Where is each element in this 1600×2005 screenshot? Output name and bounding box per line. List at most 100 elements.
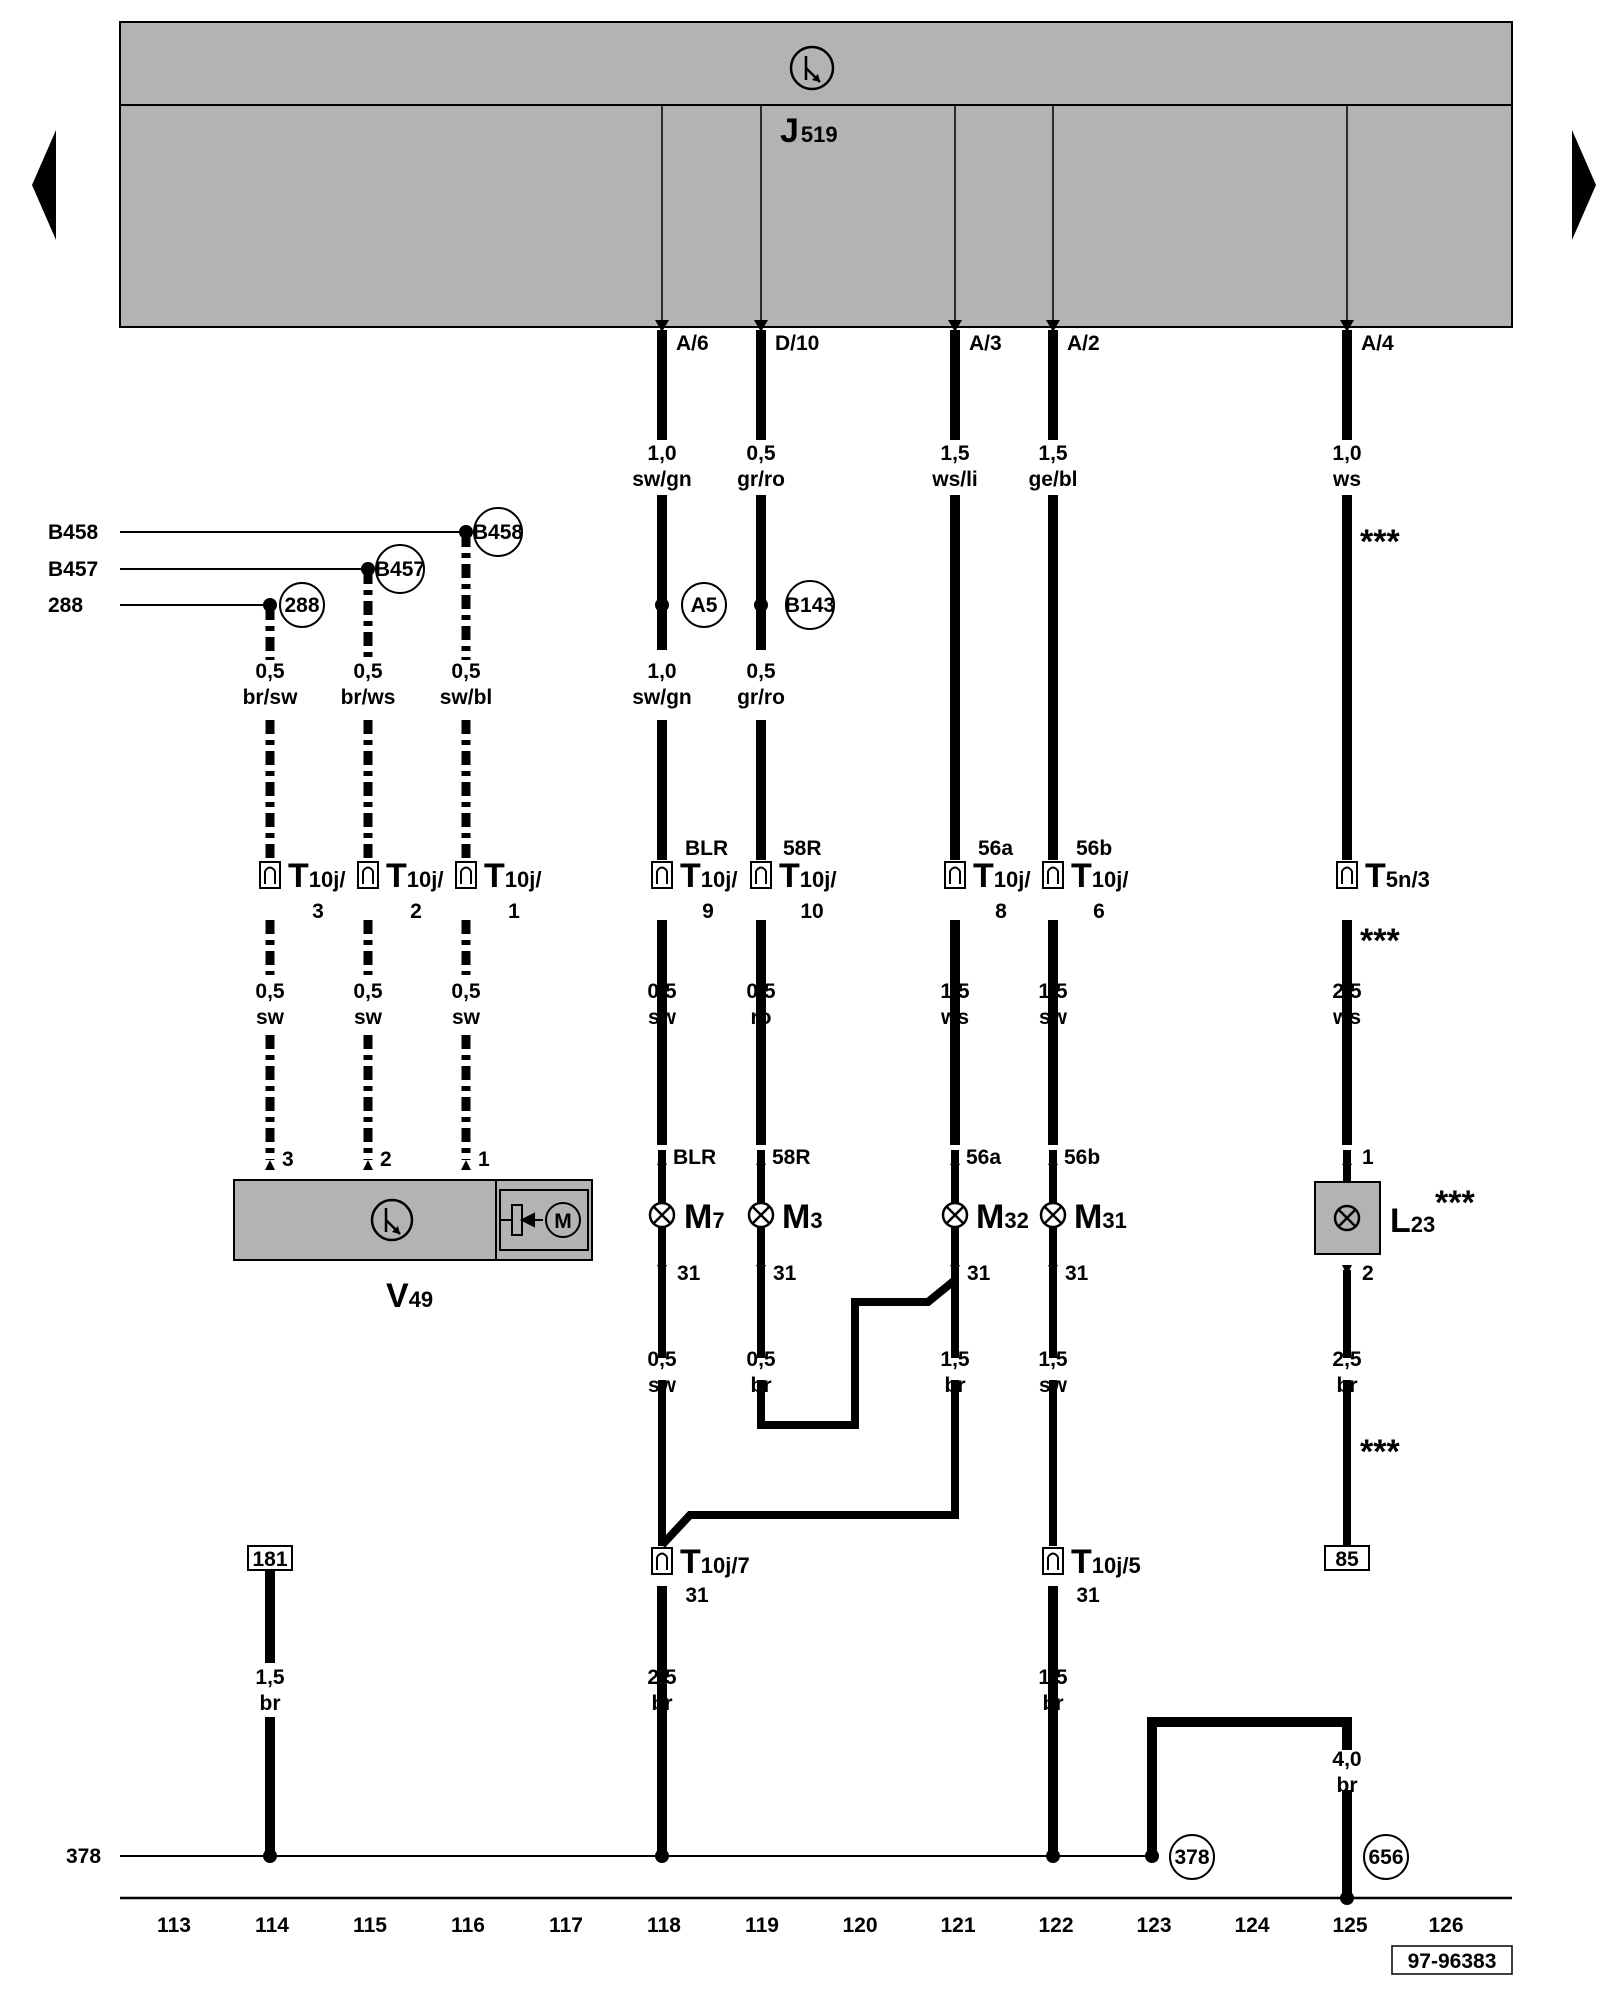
component-note-l23: *** <box>1435 1184 1475 1222</box>
wire-size: 0,5 <box>451 980 481 1003</box>
pin-number: 1 <box>478 1148 490 1171</box>
drawing-number-box: 97-96383 <box>1391 1945 1513 1975</box>
pin-label: 31 <box>967 1262 991 1285</box>
wire-colour: sw/gn <box>632 468 692 491</box>
connector-icon <box>651 861 673 889</box>
wire-size: 1,0 <box>647 660 676 683</box>
wire-colour: ws <box>1332 468 1361 491</box>
connector-label: T10j/ <box>288 857 345 895</box>
wire-colour: br <box>945 1374 966 1397</box>
component-pin-arrows <box>265 1155 1352 1275</box>
node-656: 656 <box>1363 1834 1409 1880</box>
wire-colour: br/ws <box>341 686 396 709</box>
wire-colour: br <box>1337 1374 1358 1397</box>
node-b457: B457 <box>375 544 425 594</box>
wire-size: 1,5 <box>255 1666 285 1689</box>
wire-size: 1,5 <box>1038 1666 1068 1689</box>
connector-label: T10j/ <box>484 857 541 895</box>
track-number: 120 <box>842 1914 877 1937</box>
wire-size: 0,5 <box>255 980 285 1003</box>
track-number: 125 <box>1332 1914 1367 1937</box>
wire-colour: br <box>1337 1774 1358 1797</box>
wire-size: 1,5 <box>940 980 970 1003</box>
node-378: 378 <box>1169 1834 1215 1880</box>
track-numbers: 113 114 115 116 117 118 119 120 121 122 … <box>157 1914 1463 1937</box>
previous-page-arrow-icon[interactable] <box>32 130 56 240</box>
wire-colour: sw <box>354 1006 383 1029</box>
pin-label-a3: A/3 <box>969 332 1002 355</box>
node-288: 288 <box>279 582 325 628</box>
connector-label: T10j/7 <box>680 1543 750 1581</box>
control-unit-symbol-icon <box>370 1198 414 1242</box>
pin-label: BLR <box>673 1146 716 1169</box>
wire-size: 0,5 <box>451 660 481 683</box>
track-number: 122 <box>1038 1914 1073 1937</box>
wire-size: 0,5 <box>746 980 776 1003</box>
track-number: 121 <box>940 1914 975 1937</box>
pin-label-a4: A/4 <box>1361 332 1394 355</box>
motor-label: M <box>554 1210 572 1233</box>
pin-label: 56a <box>966 1146 1001 1169</box>
bulb-m32-icon <box>941 1201 969 1229</box>
connector-icon <box>357 861 379 889</box>
junction-dots <box>263 525 1354 1905</box>
bulb-m7-icon <box>648 1201 676 1229</box>
connector-label: T10j/ <box>1071 857 1128 895</box>
wire-colour: br <box>652 1692 673 1715</box>
connector-top-label: 56b <box>1076 837 1112 860</box>
wire-size: 1,5 <box>1038 442 1068 465</box>
connector-top-label: 56a <box>978 837 1013 860</box>
connector-number: 8 <box>995 900 1007 923</box>
svg-text:181: 181 <box>252 1548 287 1571</box>
wire-colour: sw/bl <box>440 686 493 709</box>
wire-colour: br/sw <box>243 686 299 709</box>
connector-top-label: BLR <box>685 837 728 860</box>
pin-label: 31 <box>677 1262 701 1285</box>
wire-colour: br <box>751 1374 772 1397</box>
pin-arrowheads <box>655 320 1354 332</box>
motor-potentiometer-icon <box>499 1189 589 1251</box>
ref-378: 378 <box>66 1845 101 1868</box>
svg-text:288: 288 <box>284 594 319 617</box>
connector-label: T10j/5 <box>1071 1543 1141 1581</box>
wire-colour: br <box>260 1692 281 1715</box>
pin-label-d10: D/10 <box>775 332 819 355</box>
track-number: 118 <box>647 1914 681 1937</box>
svg-text:A5: A5 <box>691 594 718 617</box>
wire-colour: ws <box>1332 1006 1361 1029</box>
wire-size: 2,5 <box>647 1666 677 1689</box>
connector-label: T10j/ <box>680 857 737 895</box>
control-unit-symbol-icon <box>789 45 835 91</box>
pin-number: 2 <box>1362 1262 1374 1285</box>
wire-colour: ws <box>940 1006 969 1029</box>
wire-size: 0,5 <box>647 1348 677 1371</box>
wire-labels: 1,0sw/gn 0,5gr/ro 1,5ws/li 1,5ge/bl 1,0w… <box>243 442 1362 1797</box>
svg-text:B458: B458 <box>473 521 524 544</box>
wire-colour: sw <box>1039 1374 1068 1397</box>
connector-number: 31 <box>685 1584 709 1607</box>
next-page-arrow-icon[interactable] <box>1572 130 1596 240</box>
connector-label: T5n/3 <box>1365 857 1430 895</box>
track-number: 113 <box>157 1914 191 1937</box>
wire-colour: br <box>1043 1692 1064 1715</box>
component-l23 <box>1314 1181 1381 1255</box>
component-label-m31: M31 <box>1074 1198 1127 1236</box>
pin-number: 3 <box>282 1148 294 1171</box>
pin-label: 58R <box>772 1146 811 1169</box>
component-label-v49: V49 <box>386 1277 433 1315</box>
wire-size: 2,5 <box>1332 1348 1362 1371</box>
wire-colour: sw <box>256 1006 285 1029</box>
control-unit-j519: J519 <box>119 21 1513 328</box>
connector-label: T10j/ <box>973 857 1030 895</box>
track-number: 126 <box>1428 1914 1463 1937</box>
connector-number: 6 <box>1093 900 1105 923</box>
connector-number: 2 <box>410 900 422 923</box>
node-a5: A5 <box>681 582 727 628</box>
wire-size: 0,5 <box>647 980 677 1003</box>
wire-size: 1,5 <box>940 1348 970 1371</box>
connector-icon <box>1336 861 1358 889</box>
track-number: 116 <box>451 1914 485 1937</box>
wire-size: 0,5 <box>353 980 383 1003</box>
connector-icon <box>1042 861 1064 889</box>
component-label-l23: L23 <box>1390 1202 1435 1240</box>
